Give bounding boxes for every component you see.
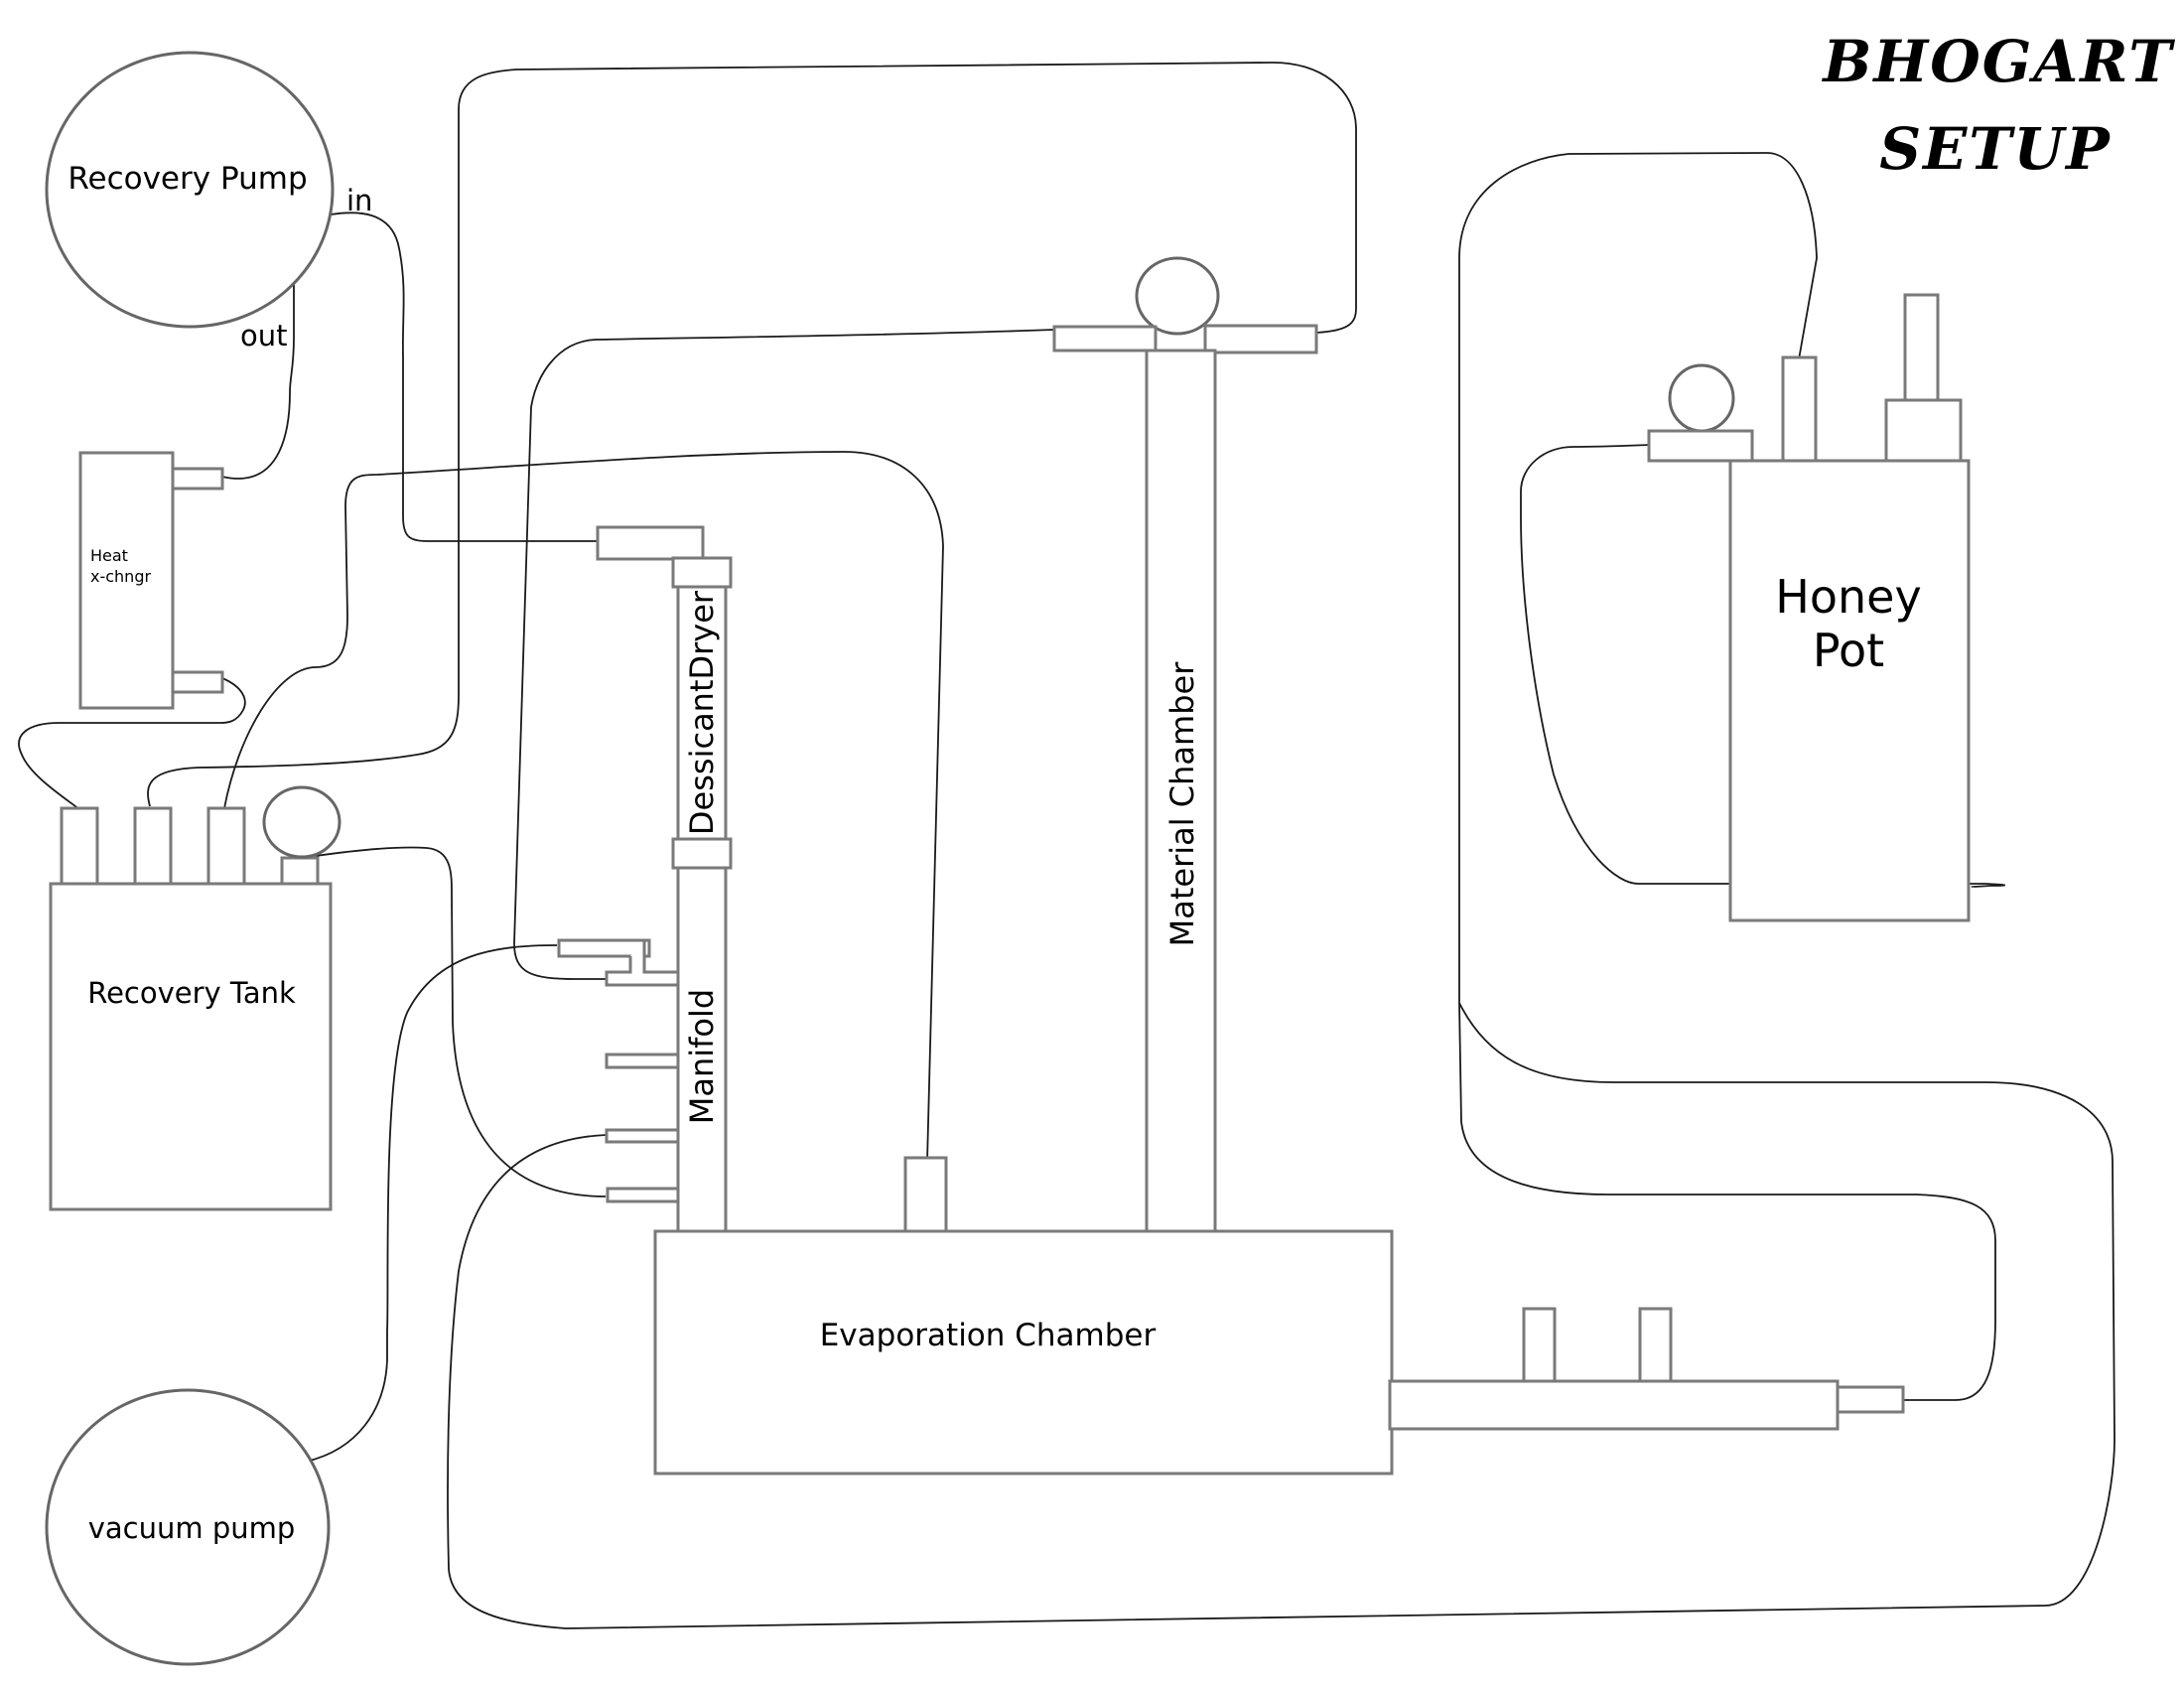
dessicant-dryer[interactable]: DessicantDryer xyxy=(596,525,733,870)
line-vacuum-to-manifold xyxy=(305,944,558,1463)
side-pipe-port-a xyxy=(1522,1307,1557,1383)
evaporation-chamber-label: Evaporation Chamber xyxy=(820,1318,1157,1353)
line-pump-in-to-dryer xyxy=(330,211,598,542)
heat-exchanger-top-port xyxy=(171,467,224,491)
line-sidepipe-to-loop xyxy=(1458,1002,1996,1401)
evaporation-chamber-top-port xyxy=(903,1156,948,1233)
heat-exchanger[interactable]: Heat x-chngr xyxy=(78,451,224,710)
honey-pot-label-line2: Pot xyxy=(1813,624,1884,677)
manifold-port-4 xyxy=(606,1187,680,1203)
dryer-top-cap xyxy=(671,556,733,589)
manifold-port-3 xyxy=(605,1128,680,1144)
line-honeypot-gauge-to-sidepipe xyxy=(1520,444,2005,888)
recovery-tank[interactable]: Recovery Tank xyxy=(49,785,341,1211)
title-line-2: SETUP xyxy=(1879,115,2111,183)
side-pipe-port-b xyxy=(1638,1307,1673,1383)
recovery-tank-gauge-icon xyxy=(262,785,341,859)
side-pipe-body xyxy=(1388,1379,1840,1431)
recovery-pump-label: Recovery Pump xyxy=(68,161,307,197)
honey-pot-valve-tube xyxy=(1903,293,1940,402)
dryer-bottom-cap xyxy=(671,837,733,870)
recovery-tank-port-2 xyxy=(133,806,173,886)
recovery-tank-body xyxy=(49,882,333,1211)
line-tank-port2-to-material-right xyxy=(147,62,1357,807)
material-chamber-right-arm xyxy=(1203,324,1318,354)
heat-exchanger-label-line2: x-chngr xyxy=(90,567,151,586)
material-chamber-left-arm xyxy=(1052,325,1158,352)
manifold[interactable]: Manifold xyxy=(557,866,728,1233)
line-tank-port3-to-evap-port xyxy=(223,451,944,1163)
manifold-body xyxy=(676,866,728,1233)
recovery-tank-label: Recovery Tank xyxy=(87,976,296,1010)
material-chamber-body xyxy=(1145,349,1217,1233)
side-pipe-end-connector xyxy=(1836,1385,1905,1414)
line-tank-gauge-to-manifold-port4 xyxy=(315,846,607,1197)
honey-pot-port xyxy=(1781,355,1818,463)
evaporation-chamber-body xyxy=(653,1229,1394,1476)
dryer-inlet-elbow xyxy=(596,525,705,561)
recovery-tank-gauge-base xyxy=(280,856,320,886)
line-manifold-port3-loop xyxy=(447,1002,2116,1629)
honey-pot-body xyxy=(1728,459,1971,922)
manifold-port-2 xyxy=(605,1053,680,1069)
heat-exchanger-body xyxy=(78,451,175,710)
line-material-left-to-manifold xyxy=(513,329,1055,980)
recovery-pump-in-label: in xyxy=(346,184,372,217)
honey-pot[interactable]: Honey Pot xyxy=(1647,293,1971,922)
material-chamber-gauge-icon xyxy=(1135,256,1220,336)
dryer-body xyxy=(676,585,728,841)
vacuum-pump-body xyxy=(45,1388,331,1666)
vacuum-pump[interactable]: vacuum pump xyxy=(45,1388,331,1666)
line-pump-out-to-hx xyxy=(221,282,295,480)
dessicant-dryer-label: DessicantDryer xyxy=(683,590,721,835)
material-chamber-label: Material Chamber xyxy=(1163,661,1201,947)
recovery-tank-port-3 xyxy=(206,806,246,886)
heat-exchanger-bottom-port xyxy=(171,670,224,694)
recovery-pump[interactable]: Recovery Pump xyxy=(45,51,335,329)
honey-pot-valve-block xyxy=(1884,398,1963,463)
manifold-label: Manifold xyxy=(683,989,721,1124)
heat-exchanger-label-line1: Heat xyxy=(90,546,128,565)
connections xyxy=(18,62,2116,1629)
diagram-title: BHOGART SETUP xyxy=(1821,28,2175,183)
evaporation-chamber[interactable]: Evaporation Chamber xyxy=(653,1156,1394,1476)
manifold-port-elbow-connector xyxy=(605,940,680,987)
line-hx-to-tank-port1 xyxy=(18,677,246,810)
manifold-port-elbow-top xyxy=(557,938,651,958)
line-honeypot-port-loop xyxy=(1458,152,1818,1003)
material-chamber[interactable]: Material Chamber xyxy=(1052,256,1318,1233)
honey-pot-label-line1: Honey xyxy=(1775,570,1921,624)
evaporation-side-pipe[interactable] xyxy=(1388,1307,1905,1431)
recovery-tank-port-1 xyxy=(60,806,99,886)
recovery-pump-out-label: out xyxy=(240,319,288,352)
vacuum-pump-label: vacuum pump xyxy=(88,1511,296,1545)
honey-pot-gauge-base xyxy=(1647,429,1754,463)
title-line-1: BHOGART xyxy=(1821,28,2175,95)
recovery-pump-body xyxy=(45,51,335,329)
honey-pot-gauge-icon xyxy=(1668,363,1735,433)
